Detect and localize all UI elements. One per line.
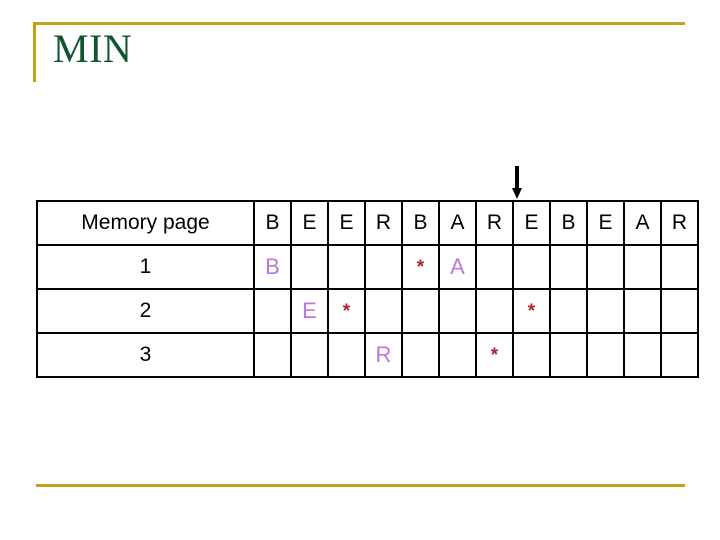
frame-1-step-10-cell [586, 244, 625, 290]
reference-string-cell-2: E [290, 200, 329, 246]
frame-2-step-1-cell [253, 288, 292, 334]
frame-1-step-6-cell: A [438, 244, 477, 290]
table-row: 2 E * * [36, 288, 699, 334]
frame-3-step-6-cell [438, 332, 477, 378]
frame-3-step-3-cell [327, 332, 366, 378]
frame-1-step-12-cell [660, 244, 699, 290]
title-block: MIN [33, 22, 685, 84]
frame-2-step-5-cell [401, 288, 440, 334]
resident-page-letter: A [450, 254, 465, 279]
frame-2-step-4-cell [364, 288, 403, 334]
frame-1-step-8-cell [512, 244, 551, 290]
reference-string-cell-4: R [364, 200, 403, 246]
arrow-shaft [515, 166, 519, 189]
frame-2-step-6-cell [438, 288, 477, 334]
page-title: MIN [53, 26, 133, 71]
frame-1-step-9-cell [549, 244, 588, 290]
frame-2-step-9-cell [549, 288, 588, 334]
frame-1-step-7-cell [475, 244, 514, 290]
frame-2-step-7-cell [475, 288, 514, 334]
frame-id-1: 1 [36, 244, 255, 290]
resident-page-letter: B [265, 254, 280, 279]
reference-string-cell-6: A [438, 200, 477, 246]
frame-1-step-3-cell [327, 244, 366, 290]
frame-3-step-9-cell [549, 332, 588, 378]
frame-3-step-2-cell [290, 332, 329, 378]
frame-3-step-11-cell [623, 332, 662, 378]
reference-string-cell-9: B [549, 200, 588, 246]
frame-2-step-3-cell: * [327, 288, 366, 334]
page-fault-star: * [527, 300, 536, 322]
reference-string-cell-7: R [475, 200, 514, 246]
title-left-rule [33, 22, 36, 82]
frame-2-step-11-cell [623, 288, 662, 334]
reference-string-cell-5: B [401, 200, 440, 246]
frame-3-step-1-cell [253, 332, 292, 378]
frame-2-step-8-cell: * [512, 288, 551, 334]
reference-string-cell-12: R [660, 200, 699, 246]
frame-3-step-4-cell: R [364, 332, 403, 378]
frame-1-step-5-cell: * [401, 244, 440, 290]
memory-page-header-label: Memory page [36, 200, 255, 246]
title-top-rule [33, 22, 685, 25]
frame-1-step-2-cell [290, 244, 329, 290]
page-fault-star: * [416, 256, 425, 278]
reference-string-cell-10: E [586, 200, 625, 246]
frame-3-step-12-cell [660, 332, 699, 378]
resident-page-letter: E [302, 298, 317, 323]
page-fault-star: * [490, 344, 499, 366]
reference-string-cell-3: E [327, 200, 366, 246]
frame-2-step-12-cell [660, 288, 699, 334]
frame-3-step-5-cell [401, 332, 440, 378]
frame-3-step-8-cell [512, 332, 551, 378]
page-fault-star: * [342, 300, 351, 322]
reference-string-cell-1: B [253, 200, 292, 246]
arrow-head [512, 188, 522, 199]
table-row: 3 R * [36, 332, 699, 378]
frame-2-step-2-cell: E [290, 288, 329, 334]
frame-id-2: 2 [36, 288, 255, 334]
frame-2-step-10-cell [586, 288, 625, 334]
reference-string-cell-11: A [623, 200, 662, 246]
frame-1-step-1-cell: B [253, 244, 292, 290]
footer-rule [36, 484, 685, 487]
frame-1-step-11-cell [623, 244, 662, 290]
reference-string-cell-8: E [512, 200, 551, 246]
frame-3-step-10-cell [586, 332, 625, 378]
frame-3-step-7-cell: * [475, 332, 514, 378]
resident-page-letter: R [375, 342, 392, 367]
frame-1-step-4-cell [364, 244, 403, 290]
frame-id-3: 3 [36, 332, 255, 378]
down-arrow-icon [512, 166, 522, 200]
